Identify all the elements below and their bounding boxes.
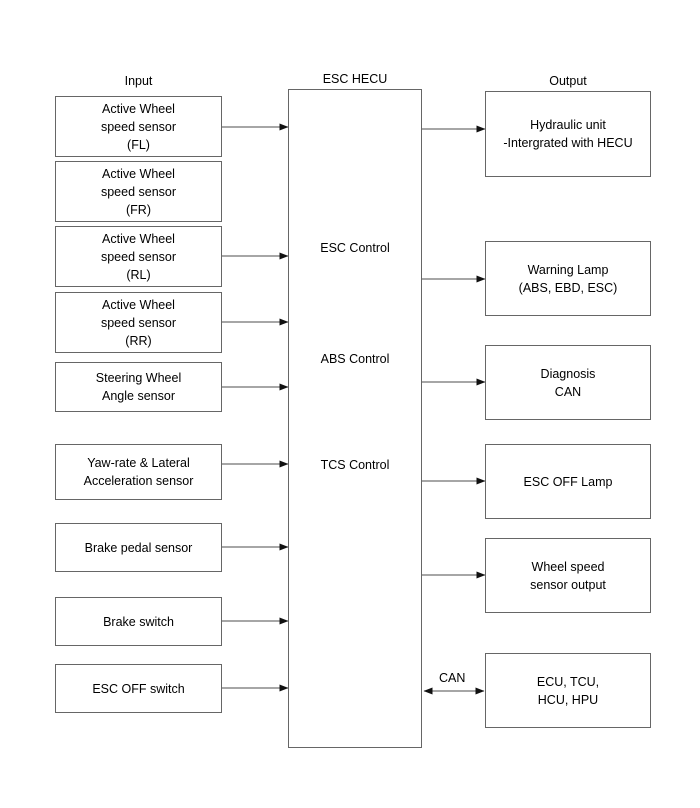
output-node-label: Hydraulic unit [530,118,606,132]
output-node-ecu-tcu-hcu-hpu[interactable]: ECU, TCU, HCU, HPU [485,653,651,728]
output-node-label: sensor output [530,577,606,592]
hecu-function-abs-control: ABS Control [320,352,390,366]
output-node-label: (ABS, EBD, ESC) [518,280,618,295]
output-node-label: Diagnosis [540,366,596,381]
input-node-wheel-speed-fl[interactable]: Active Wheel speed sensor (FL) [55,96,222,157]
output-node-hydraulic-unit[interactable]: Hydraulic unit -Intergrated with HECU [485,91,651,177]
input-node-brake-pedal-sensor[interactable]: Brake pedal sensor [55,523,222,572]
output-node-label: CAN [554,384,582,399]
output-node-label: ESC OFF Lamp [523,474,613,489]
output-node-label: -Intergrated with HECU [503,136,633,150]
hecu-function-esc-control: ESC Control [320,241,390,255]
input-node-esc-off-switch[interactable]: ESC OFF switch [55,664,222,713]
output-node-label: Warning Lamp [527,262,609,277]
input-node-label: speed sensor [100,119,177,134]
input-node-label: Active Wheel [102,297,175,312]
can-link-label: CAN [439,671,466,685]
input-node-label: Active Wheel [102,166,175,181]
input-node-label: ESC OFF switch [92,681,185,696]
input-node-label: Brake pedal sensor [84,540,193,555]
input-node-wheel-speed-rr[interactable]: Active Wheel speed sensor (RR) [55,292,222,353]
input-node-label: Brake switch [103,614,174,629]
input-node-label: speed sensor [100,315,177,330]
column-title-input: Input [124,74,153,88]
output-node-wheel-speed-sensor-output[interactable]: Wheel speed sensor output [485,538,651,613]
input-node-label: Active Wheel [102,101,175,116]
column-title-output: Output [549,74,587,88]
input-node-label: speed sensor [100,249,177,264]
input-node-label: speed sensor [100,184,177,199]
output-node-label: ECU, TCU, [536,674,600,689]
input-node-label: (RR) [125,333,152,348]
input-node-wheel-speed-fr[interactable]: Active Wheel speed sensor (FR) [55,161,222,222]
input-node-label: Steering Wheel [95,371,182,385]
input-node-label: Active Wheel [102,231,175,246]
esc-hecu-box[interactable] [288,89,422,748]
input-node-brake-switch[interactable]: Brake switch [55,597,222,646]
input-node-label: (RL) [126,267,151,282]
input-node-label: Yaw-rate & Lateral [87,456,190,470]
input-node-label: (FR) [126,202,151,217]
input-node-wheel-speed-rl[interactable]: Active Wheel speed sensor (RL) [55,226,222,287]
input-node-label: (FL) [127,137,150,152]
hecu-function-tcs-control: TCS Control [320,458,390,472]
output-node-label: Wheel speed [531,559,605,574]
input-node-label: Acceleration sensor [83,474,194,488]
output-node-esc-off-lamp[interactable]: ESC OFF Lamp [485,444,651,519]
input-node-label: Angle sensor [102,389,175,403]
column-title-hecu: ESC HECU [322,72,388,86]
output-node-warning-lamp[interactable]: Warning Lamp (ABS, EBD, ESC) [485,241,651,316]
output-node-label: HCU, HPU [537,692,599,707]
